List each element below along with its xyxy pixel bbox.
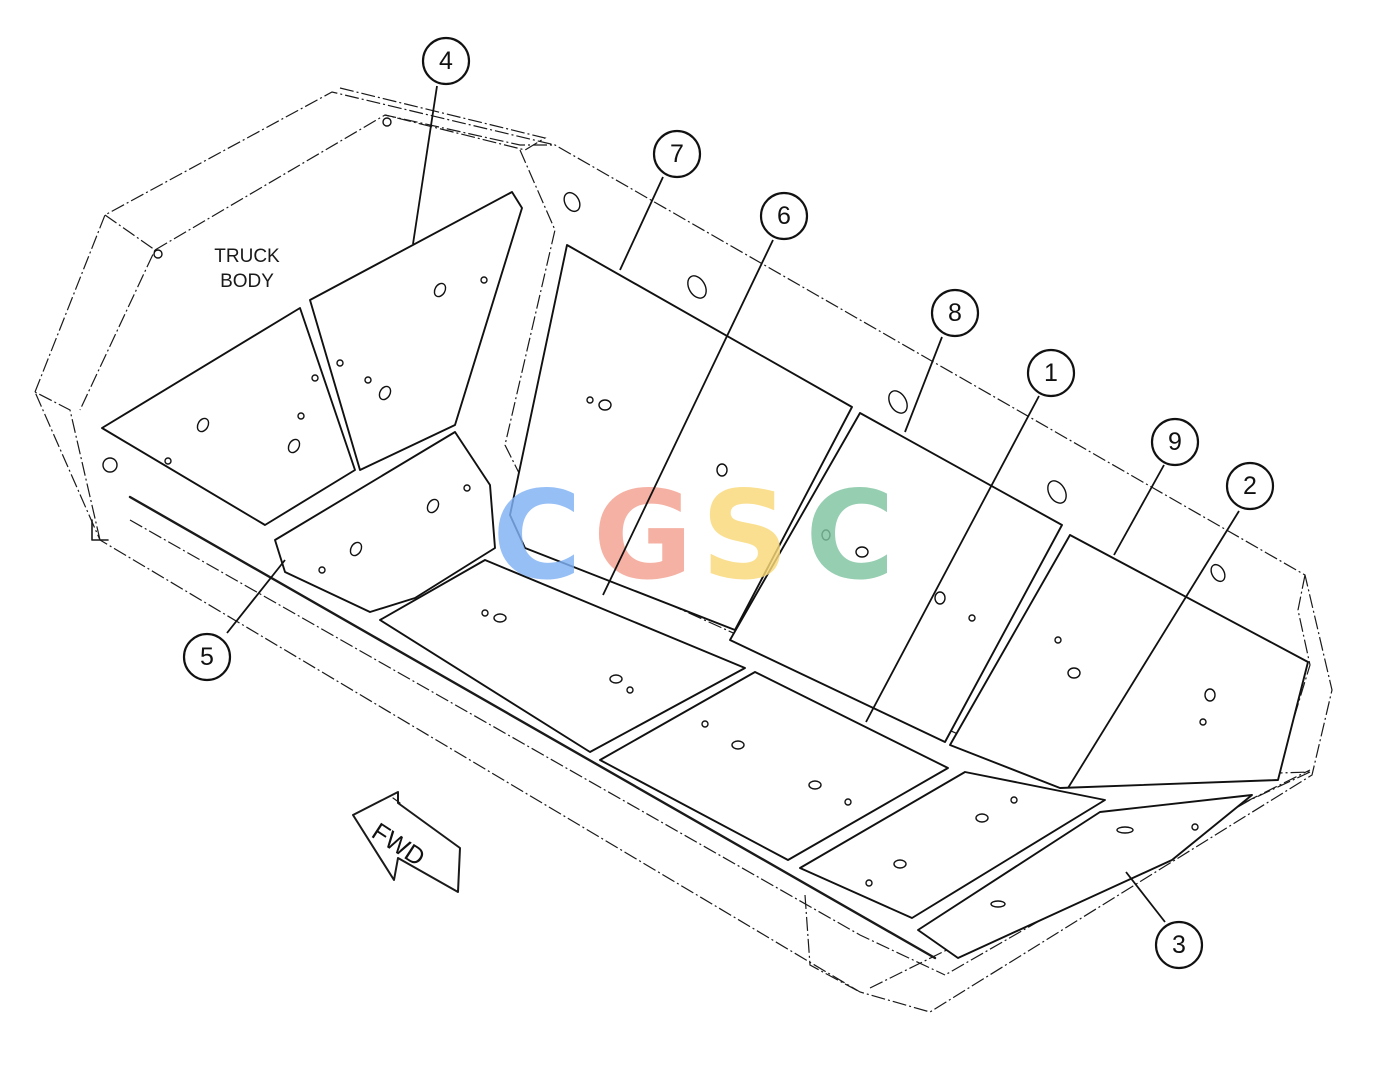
liner-plates <box>101 191 1309 959</box>
callout-4-number: 4 <box>439 47 453 75</box>
floor-plate-6 <box>379 559 746 753</box>
callout-9-number: 9 <box>1168 428 1182 456</box>
callout-7: 7 <box>652 129 702 179</box>
callout-6-number: 6 <box>777 202 791 230</box>
floor-plate-2 <box>799 771 1106 919</box>
callout-2-number: 2 <box>1243 472 1257 500</box>
callout-3: 3 <box>1154 920 1204 970</box>
callout-8-number: 8 <box>948 299 962 327</box>
cgsc-watermark: C G S C <box>492 465 895 607</box>
front-floor-plate <box>274 431 496 613</box>
watermark-letter-c1: C <box>492 465 582 607</box>
fwd-label: FWD <box>367 818 430 872</box>
callout-5-number: 5 <box>200 643 214 671</box>
side-wall-plate-8 <box>729 412 1063 743</box>
side-wall-plate-9 <box>949 534 1309 789</box>
front-wall-plate-left <box>101 307 356 526</box>
callout-9: 9 <box>1150 417 1200 467</box>
side-wall-plate-7 <box>509 244 853 631</box>
callout-6: 6 <box>759 191 809 241</box>
callout-8: 8 <box>930 288 980 338</box>
watermark-letter-s: S <box>701 465 789 607</box>
watermark-letter-g: G <box>593 465 693 607</box>
watermark-letter-c2: C <box>805 465 895 607</box>
callout-leaders <box>226 85 1240 923</box>
floor-plate-3 <box>917 794 1253 959</box>
callout-2: 2 <box>1225 461 1275 511</box>
callout-4: 4 <box>421 36 471 86</box>
callout-1: 1 <box>1026 348 1076 398</box>
callout-7-number: 7 <box>670 140 684 168</box>
callout-3-number: 3 <box>1172 931 1186 959</box>
truck-body-label-line1: TRUCK <box>214 246 280 267</box>
callout-1-number: 1 <box>1044 359 1058 387</box>
floor-plate-1 <box>599 671 949 861</box>
callout-5: 5 <box>182 632 232 682</box>
front-wall-plate-right <box>309 191 523 471</box>
plate-bolt-holes <box>164 276 1216 908</box>
truck-body-label-line2: BODY <box>220 271 274 292</box>
forward-arrow: FWD <box>352 791 461 893</box>
